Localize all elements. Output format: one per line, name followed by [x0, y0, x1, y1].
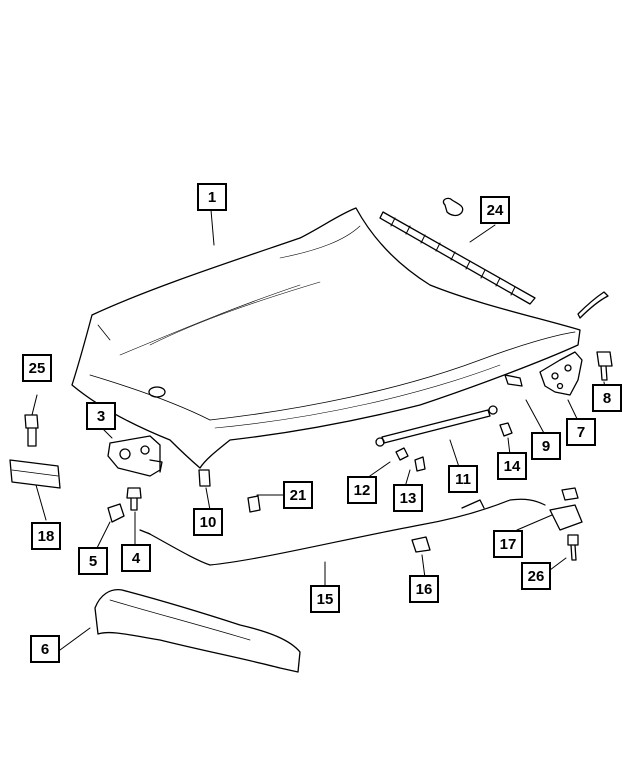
callout-10: 10: [193, 508, 225, 538]
callout-17: 17: [493, 530, 525, 560]
weatherstrip: [379, 197, 609, 319]
callout-4: 4: [121, 544, 153, 574]
callout-3: 3: [86, 402, 118, 432]
fasteners-small: [395, 422, 513, 472]
latch-bolt: [107, 487, 142, 523]
callout-9: 9: [531, 432, 563, 462]
bolt-8: [596, 351, 613, 381]
gas-strut: [375, 405, 498, 447]
callout-25: 25: [22, 354, 54, 384]
release-handle: [549, 487, 583, 561]
callout-18: 18: [31, 522, 63, 552]
callout-5: 5: [78, 547, 110, 577]
callout-11: 11: [448, 465, 480, 495]
callout-7: 7: [566, 418, 598, 448]
hood-panel: [71, 207, 581, 469]
callout-13: 13: [393, 484, 425, 514]
callout-8: 8: [592, 384, 624, 414]
clip-16: [411, 536, 431, 553]
callout-24: 24: [480, 196, 512, 226]
bumpers: [198, 469, 261, 513]
callout-14: 14: [497, 452, 529, 482]
callout-12: 12: [347, 476, 379, 506]
callout-16: 16: [409, 575, 441, 605]
leader-lines: [31, 209, 606, 651]
hood-hinge: [504, 351, 583, 396]
splash-shield: [94, 589, 301, 673]
callout-15: 15: [310, 585, 342, 615]
callout-21: 21: [283, 481, 315, 511]
callout-26: 26: [521, 562, 553, 592]
callout-1: 1: [197, 183, 229, 213]
support-bracket: [9, 414, 61, 489]
hood-latch: [107, 435, 163, 477]
callout-6: 6: [30, 635, 62, 665]
release-cable: [139, 498, 546, 566]
